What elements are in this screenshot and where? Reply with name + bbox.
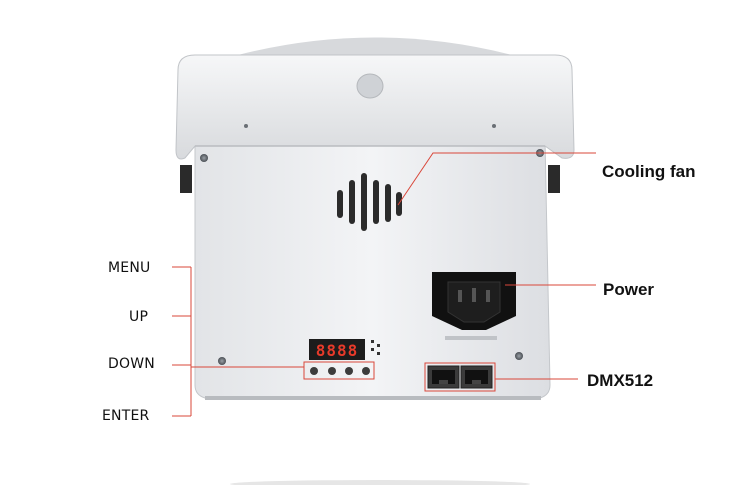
push-button-icon [310,367,318,375]
label-down: DOWN [108,356,155,372]
push-button-icon [328,367,336,375]
ports-callout-box [424,362,496,392]
buttons-callout-box [303,361,375,380]
controls-bracket-lines [172,266,304,417]
label-dmx512: DMX512 [587,371,654,390]
mounting-bracket [175,54,575,160]
screw-icon [244,124,248,128]
right-foot [548,165,560,193]
screw-icon [200,154,208,162]
push-button-icon [345,367,353,375]
label-menu: MENU [108,260,151,276]
control-buttons [310,367,370,375]
vent-slot-icon [337,173,402,231]
label-enter: ENTER [102,408,150,424]
left-foot [180,165,192,193]
screw-icon [492,124,496,128]
device-body [194,139,551,399]
label-up: UP [129,309,149,325]
top-dome [238,37,512,55]
power-inlet-icon [432,272,516,330]
body-bottom-shadow [205,396,541,400]
label-cooling-fan: Cooling fan [602,162,696,181]
screw-icon [515,352,523,360]
cooling-fan-leader [397,152,596,206]
push-button-icon [362,367,370,375]
rj45-port-icon [460,365,493,389]
label-power: Power [603,280,655,299]
mounting-hole-icon [356,73,384,99]
floor-shadow [230,480,530,485]
status-dots [371,340,380,355]
rj45-port-icon [427,365,460,389]
led-display [309,339,365,360]
screw-icon [218,357,226,365]
led-display-digits: 8888 [316,341,359,360]
power-inlet-label-plate [445,336,497,340]
